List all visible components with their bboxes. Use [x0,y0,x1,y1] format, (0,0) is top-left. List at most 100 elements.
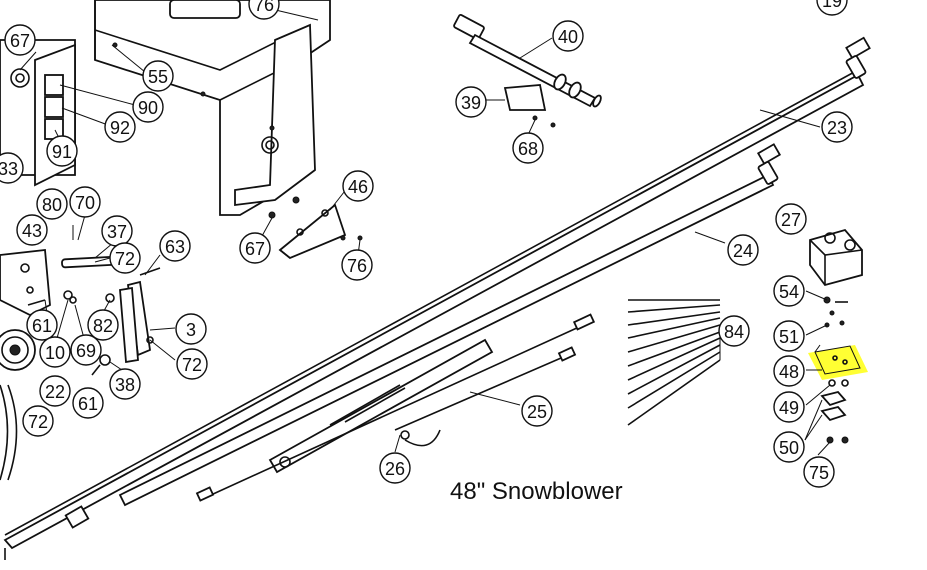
callout-84: 84 [718,315,750,347]
callout-40: 40 [552,20,584,52]
callout-number: 10 [45,343,65,363]
callout-number: 76 [254,0,274,15]
callout-37: 37 [101,215,133,247]
callout-circle [816,0,848,16]
callout-number: 38 [115,375,135,395]
callout-number: 63 [165,237,185,257]
callout-76: 76 [248,0,280,20]
callout-92: 92 [104,111,136,143]
callout-circle [104,111,136,143]
callout-circle [727,234,759,266]
long-rod-24 [118,143,782,507]
callout-number: 92 [110,118,130,138]
callout-number: 67 [10,31,30,51]
callout-43: 43 [16,214,48,246]
callout-circle [87,309,119,341]
callout-circle [773,355,805,387]
callout-circle [455,86,487,118]
callout-circle [109,242,141,274]
callout-circle [239,232,271,264]
callout-61: 61 [26,309,58,341]
callout-circle [159,230,191,262]
callout-circle [142,60,174,92]
callout-number: 46 [348,177,368,197]
callout-90: 90 [132,91,164,123]
callout-68: 68 [512,132,544,164]
callout-number: 24 [733,241,753,261]
callout-76: 76 [341,249,373,281]
callout-19: 19 [816,0,848,16]
callout-circle [39,375,71,407]
callout-circle [70,334,102,366]
callout-circle [46,135,78,167]
callout-38: 38 [109,368,141,400]
callout-26: 26 [379,452,411,484]
callout-75: 75 [803,456,835,488]
callout-number: 90 [138,98,158,118]
callout-number: 49 [779,398,799,418]
callout-3: 3 [175,313,207,345]
callout-number: 25 [527,402,547,422]
highlighted-part-48 [808,344,868,380]
snowblower-housing [94,0,331,216]
callout-circle [773,431,805,463]
callout-circle [132,91,164,123]
callout-number: 54 [779,282,799,302]
callout-33: 33 [0,152,24,184]
wire-bundle-84 [627,299,721,426]
callout-circle [552,20,584,52]
callout-80: 80 [36,188,68,220]
callout-number: 61 [78,394,98,414]
callout-circle [36,188,68,220]
callout-circle [773,275,805,307]
callout-82: 82 [87,309,119,341]
callout-50: 50 [773,431,805,463]
callout-61: 61 [72,387,104,419]
callout-63: 63 [159,230,191,262]
callout-72: 72 [22,405,54,437]
callout-67: 67 [239,232,271,264]
callout-number: 3 [186,320,196,340]
callout-circle [248,0,280,20]
callout-51: 51 [773,320,805,352]
callout-circle [26,309,58,341]
callout-23: 23 [821,111,853,143]
callout-number: 26 [385,459,405,479]
callout-circle [16,214,48,246]
callout-25: 25 [521,395,553,427]
callout-number: 27 [781,210,801,230]
callout-48: 48 [773,355,805,387]
callout-circle [175,313,207,345]
callout-number: 37 [107,222,127,242]
callout-circle [39,336,71,368]
callout-number: 33 [0,159,18,179]
callout-number: 84 [724,322,744,342]
callout-72: 72 [109,242,141,274]
callout-number: 72 [28,412,48,432]
callout-circle [803,456,835,488]
callout-55: 55 [142,60,174,92]
callout-number: 43 [22,221,42,241]
callout-circle [342,170,374,202]
callout-circle [773,320,805,352]
callout-69: 69 [70,334,102,366]
callout-10: 10 [39,336,71,368]
callout-number: 72 [182,355,202,375]
callout-number: 70 [75,193,95,213]
callout-circle [821,111,853,143]
callout-number: 61 [32,316,52,336]
long-rod-23 [3,36,871,560]
callout-circle [176,348,208,380]
callout-circle [72,387,104,419]
callout-39: 39 [455,86,487,118]
callout-circle [0,152,24,184]
callout-number: 48 [779,362,799,382]
callout-70: 70 [69,186,101,218]
callout-number: 19 [822,0,842,11]
shaft-assembly [453,14,602,128]
callout-circle [512,132,544,164]
callout-49: 49 [773,391,805,423]
